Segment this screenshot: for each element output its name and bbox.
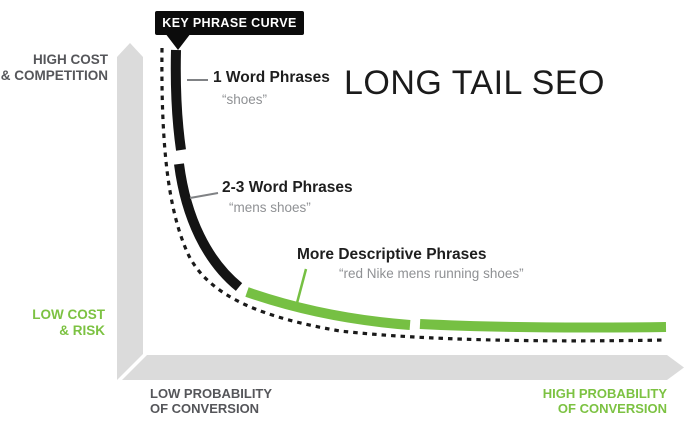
page-title: LONG TAIL SEO [344, 64, 605, 102]
curve-segment-one-word [170, 49, 186, 151]
y-axis-arrow [117, 43, 143, 380]
x-axis-label-low-probability: LOW PROBABILITY OF CONVERSION [150, 386, 272, 416]
annotation-one-word-label: 1 Word Phrases [213, 69, 330, 86]
y-axis-label-low-cost: LOW COST & RISK [0, 307, 105, 338]
annotation-two-three-word-label: 2-3 Word Phrases [222, 179, 353, 196]
x-axis-label-high-probability-line1: HIGH PROBABILITY [542, 386, 667, 401]
annotation-one-word-example: “shoes” [222, 92, 268, 107]
annotation-descriptive-label: More Descriptive Phrases [297, 246, 487, 263]
connector-descriptive [295, 268, 308, 304]
y-axis-label-high-cost-line2: & COMPETITION [0, 67, 108, 83]
x-axis-label-low-probability-line1: LOW PROBABILITY [150, 386, 273, 401]
x-axis-label-high-probability: HIGH PROBABILITY OF CONVERSION [467, 386, 667, 416]
x-axis-arrow [122, 355, 684, 380]
annotation-descriptive-example: “red Nike mens running shoes” [339, 266, 524, 281]
annotation-two-three-word-example: “mens shoes” [229, 200, 311, 215]
connector-two-three-word [189, 192, 219, 199]
x-axis-label-high-probability-line2: OF CONVERSION [557, 401, 667, 416]
curve-segment-descriptive-1 [245, 287, 411, 330]
curve-segment-two-three-word [174, 163, 243, 291]
y-axis-label-high-cost-line1: HIGH COST [32, 52, 108, 67]
curve-segment-descriptive-2 [419, 319, 667, 333]
key-phrase-curve-badge: KEY PHRASE CURVE [155, 11, 304, 35]
y-axis-label-high-cost: HIGH COST & COMPETITION [0, 52, 108, 83]
y-axis-label-low-cost-line2: & RISK [59, 322, 105, 338]
badge-pointer-icon [165, 33, 191, 50]
y-axis-label-low-cost-line1: LOW COST [32, 307, 105, 322]
x-axis-label-low-probability-line2: OF CONVERSION [150, 401, 260, 416]
